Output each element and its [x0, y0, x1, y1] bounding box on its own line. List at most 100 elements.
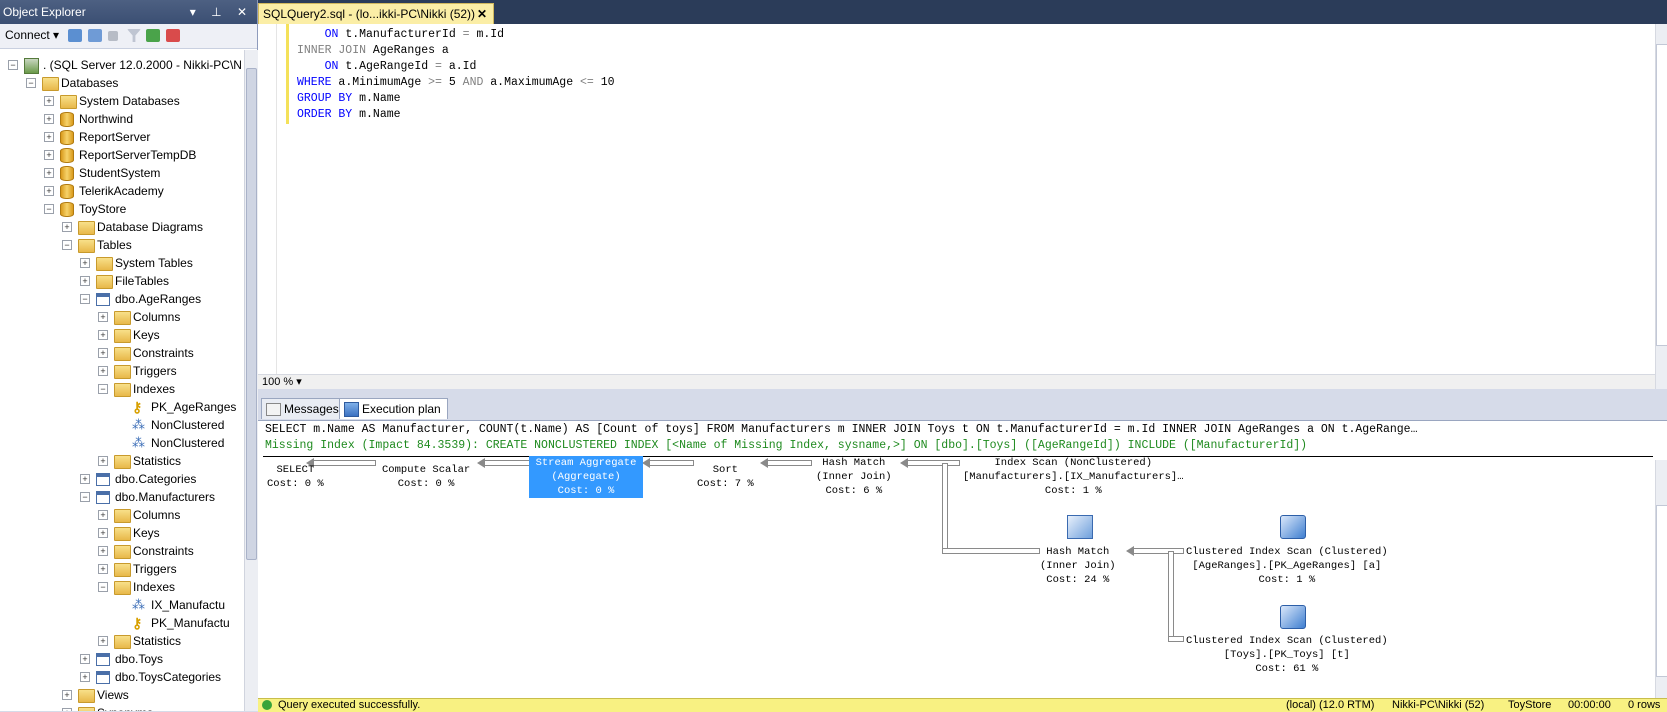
plan-node-clustered-scan-ageranges[interactable]: Clustered Index Scan (Clustered) [AgeRan…	[1186, 546, 1388, 586]
plan-node-hash-match-1[interactable]: Hash Match (Inner Join) Cost: 6 %	[816, 457, 892, 497]
tree-node-label: Statistics	[133, 634, 182, 648]
collapse-icon[interactable]: −	[26, 78, 36, 88]
tree-node-label: ToyStore	[79, 202, 127, 216]
close-tab-icon[interactable]: ✕	[476, 7, 487, 21]
expand-icon[interactable]: +	[98, 312, 108, 322]
collapse-icon[interactable]: −	[98, 384, 108, 394]
plan-node-sort[interactable]: Sort Cost: 7 %	[697, 464, 754, 490]
plan-arrow	[648, 460, 694, 466]
object-explorer-titlebar: Object Explorer ▾ ⊥ ✕	[0, 0, 257, 24]
tree-node-label: ReportServer	[79, 130, 151, 144]
folder-icon	[114, 527, 131, 541]
expand-icon[interactable]: +	[98, 456, 108, 466]
code-token: t.ManufacturerId	[345, 28, 463, 41]
expand-icon[interactable]: +	[62, 708, 72, 711]
collapse-icon[interactable]: −	[98, 582, 108, 592]
expand-icon[interactable]: +	[98, 366, 108, 376]
expand-icon[interactable]: +	[62, 222, 72, 232]
collapse-icon[interactable]: −	[80, 294, 90, 304]
missing-index-hint[interactable]: Missing Index (Impact 84.3539): CREATE N…	[265, 439, 1308, 452]
expand-icon[interactable]: +	[80, 258, 90, 268]
expand-icon[interactable]: +	[44, 150, 54, 160]
plan-node-clustered-scan-toys[interactable]: Clustered Index Scan (Clustered) [Toys].…	[1186, 635, 1388, 675]
expand-icon[interactable]: +	[98, 510, 108, 520]
expand-icon[interactable]: +	[98, 564, 108, 574]
expand-icon[interactable]: +	[44, 96, 54, 106]
activity-monitor-icon[interactable]	[166, 29, 180, 42]
collapse-icon[interactable]: −	[8, 60, 18, 70]
plan-node-index-scan[interactable]: Index Scan (NonClustered) [Manufacturers…	[963, 457, 1184, 497]
folder-icon	[96, 275, 113, 289]
db-icon	[60, 112, 74, 127]
zoom-value: 100 %	[262, 376, 294, 388]
plan-arrow	[483, 460, 531, 466]
tab-execution-plan[interactable]: Execution plan	[339, 398, 448, 419]
collapse-icon[interactable]: −	[44, 204, 54, 214]
key-icon: ⚷	[132, 615, 143, 631]
tree-node-label: dbo.ToysCategories	[115, 670, 222, 684]
connect-button[interactable]: Connect ▾	[5, 28, 60, 42]
code-line: ON t.AgeRangeId = a.Id	[297, 59, 477, 75]
db-icon	[60, 202, 74, 217]
expand-icon[interactable]: +	[62, 690, 72, 700]
expand-icon[interactable]: +	[44, 114, 54, 124]
tree-node-label: Tables	[97, 238, 132, 252]
plan-node-compute-scalar[interactable]: Compute Scalar Cost: 0 %	[382, 464, 471, 490]
expand-icon[interactable]: +	[98, 546, 108, 556]
expand-icon[interactable]: +	[80, 474, 90, 484]
folder-icon	[114, 509, 131, 523]
refresh-icon[interactable]	[146, 29, 160, 42]
panel-pin-buttons[interactable]: ▾ ⊥ ✕	[189, 5, 253, 19]
folder-icon	[114, 455, 131, 469]
code-token: m.Name	[359, 108, 401, 121]
code-token: >=	[428, 76, 449, 89]
tree-node-label: dbo.Manufacturers	[115, 490, 216, 504]
folder-icon	[114, 329, 131, 343]
status-message: Query executed successfully.	[278, 699, 421, 711]
tree-node-label: Indexes	[133, 580, 176, 594]
tree-node-label: Constraints	[133, 346, 194, 360]
tab-messages-label: Messages	[284, 402, 339, 416]
tab-sqlquery2[interactable]: SQLQuery2.sql - (lo...ikki-PC\Nikki (52)…	[258, 3, 494, 24]
tree-node-label: Statistics	[133, 454, 182, 468]
plan-node-hash-match-2[interactable]: Hash Match (Inner Join) Cost: 24 %	[1040, 546, 1116, 586]
messages-icon	[266, 403, 281, 416]
folder-icon	[114, 311, 131, 325]
idx-icon: ⁂	[132, 597, 145, 612]
plan-arrow-head	[760, 458, 768, 468]
plan-node-select[interactable]: SELECT Cost: 0 %	[267, 464, 324, 490]
query-editor[interactable]	[258, 24, 1655, 374]
object-explorer-tree: −. (SQL Server 12.0.2000 - Nikki-PC\N−Da…	[0, 50, 244, 711]
plan-scrollbar-thumb[interactable]	[1656, 505, 1667, 677]
stop-icon[interactable]	[108, 31, 118, 41]
code-token: ON	[297, 60, 346, 73]
db-icon	[60, 184, 74, 199]
connect-db-icon[interactable]	[68, 29, 82, 42]
editor-scrollbar-thumb[interactable]	[1656, 44, 1667, 346]
expand-icon[interactable]: +	[44, 132, 54, 142]
disconnect-icon[interactable]	[88, 29, 102, 42]
filter-icon[interactable]	[127, 29, 141, 42]
expand-icon[interactable]: +	[80, 276, 90, 286]
plan-node-stream-aggregate[interactable]: Stream Aggregate (Aggregate) Cost: 0 %	[529, 456, 643, 498]
tree-node-label: Columns	[133, 310, 181, 324]
tree-node-label: Database Diagrams	[97, 220, 204, 234]
expand-icon[interactable]: +	[44, 186, 54, 196]
expand-icon[interactable]: +	[98, 636, 108, 646]
status-rows: 0 rows	[1628, 699, 1661, 711]
expand-icon[interactable]: +	[80, 654, 90, 664]
collapse-icon[interactable]: −	[62, 240, 72, 250]
expand-icon[interactable]: +	[80, 672, 90, 682]
expand-icon[interactable]: +	[98, 348, 108, 358]
expand-icon[interactable]: +	[98, 528, 108, 538]
zoom-select[interactable]: 100 % ▾	[262, 376, 302, 388]
collapse-icon[interactable]: −	[80, 492, 90, 502]
folder-icon	[114, 635, 131, 649]
tab-messages[interactable]: Messages	[261, 398, 346, 419]
tree-node-label: Constraints	[133, 544, 194, 558]
tree-scrollbar-thumb[interactable]	[246, 68, 257, 560]
expand-icon[interactable]: +	[44, 168, 54, 178]
status-database: ToyStore	[1508, 699, 1552, 711]
editor-horizontal-scrollbar[interactable]	[258, 374, 1655, 390]
expand-icon[interactable]: +	[98, 330, 108, 340]
